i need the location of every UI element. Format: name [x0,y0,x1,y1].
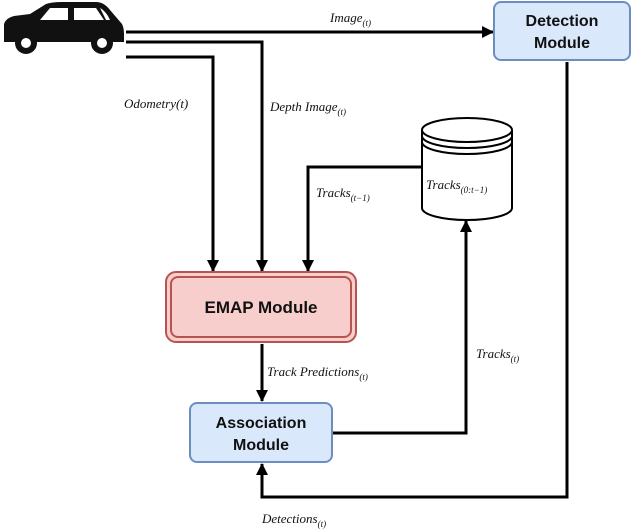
edge-label-image: Image(t) [329,10,371,28]
edge-odometry [126,55,219,272]
edge-tracks-t [333,220,472,435]
edges [126,26,569,499]
edge-tracks-prev [302,165,421,272]
edge-label-odometry: Odometry(t) [124,96,188,111]
emap-module-label: EMAP Module [204,298,317,317]
detection-module: Detection Module [493,1,631,61]
edge-label-tracks-t: Tracks(t) [476,346,519,364]
edge-label-detections: Detections(t) [261,511,326,529]
association-module-line1: Association [216,415,307,432]
car-icon [4,2,124,54]
emap-module: EMAP Module [165,271,357,343]
association-module: Association Module [189,402,333,463]
edge-label-tracks-prev: Tracks(t−1) [316,185,370,203]
detection-module-line2: Module [534,35,590,52]
track-store-label: Tracks(0:t−1) [426,177,487,195]
edge-label-depth-image: Depth Image(t) [269,99,346,117]
association-module-line2: Module [233,437,289,454]
edge-depth-image [126,40,268,272]
edge-label-track-predictions: Track Predictions(t) [267,364,368,382]
edge-detections [256,62,569,499]
detection-module-line1: Detection [526,13,599,30]
track-store-cylinder: Tracks(0:t−1) [421,117,513,221]
